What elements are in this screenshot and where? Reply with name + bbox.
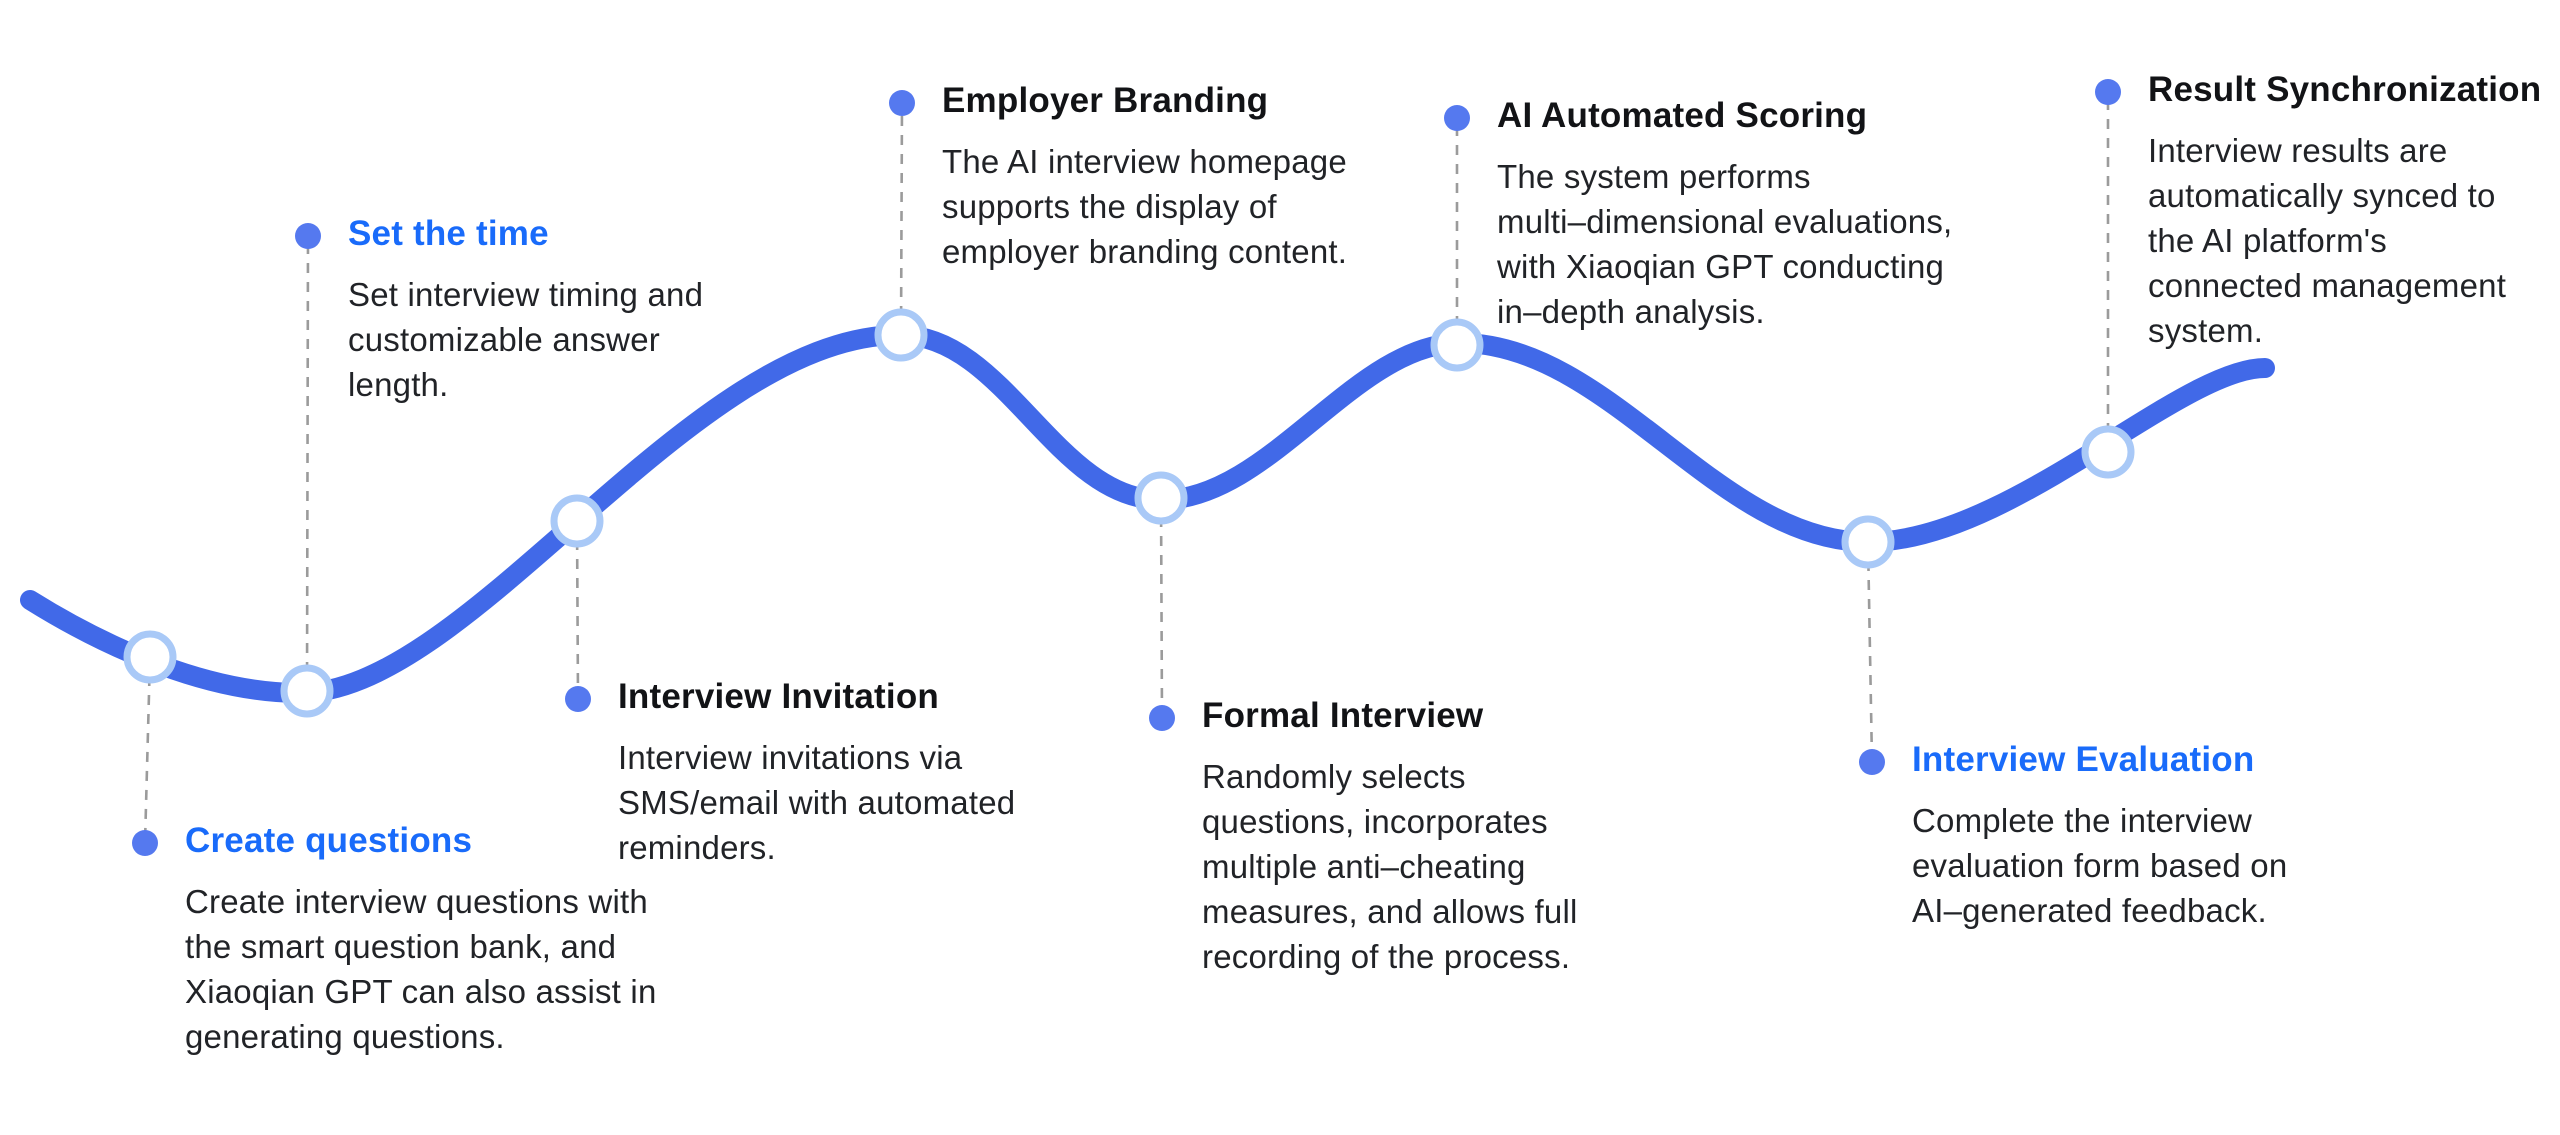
curve-node xyxy=(1841,515,1895,569)
step-description: The system performs multi–dimensional ev… xyxy=(1497,158,1953,330)
curve-node xyxy=(280,664,334,718)
step-title: Create questions xyxy=(185,821,473,860)
curve-node xyxy=(550,494,604,548)
curve-node xyxy=(2081,425,2135,479)
step-title: Employer Branding xyxy=(942,81,1269,120)
step-dot-icon xyxy=(132,830,158,856)
step-title: AI Automated Scoring xyxy=(1497,96,1868,135)
step-description: Complete the interview evaluation form b… xyxy=(1912,802,2288,929)
step-dot-icon xyxy=(889,90,915,116)
step-dot-icon xyxy=(2095,79,2121,105)
step-title: Result Synchronization xyxy=(2148,70,2542,109)
step-title: Interview Evaluation xyxy=(1912,740,2255,779)
connector-line xyxy=(305,235,310,692)
curve-node xyxy=(123,630,177,684)
step-dot-icon xyxy=(1149,705,1175,731)
step-description: The AI interview homepage supports the d… xyxy=(942,143,1348,270)
step-dot-icon xyxy=(1859,749,1885,775)
step-description: Randomly selects questions, incorporates… xyxy=(1202,758,1578,975)
connector-line xyxy=(575,520,580,700)
step-title: Interview Invitation xyxy=(618,677,939,716)
curve-node xyxy=(1430,318,1484,372)
step-dot-icon xyxy=(565,686,591,712)
step-title: Set the time xyxy=(348,214,549,253)
connector-line xyxy=(1159,497,1164,719)
step-description: Create interview questions with the smar… xyxy=(185,883,657,1055)
connector-line xyxy=(899,102,904,336)
connector-line xyxy=(1866,541,1874,763)
step-description: Interview invitations via SMS/email with… xyxy=(618,739,1016,866)
connector-line xyxy=(143,656,152,844)
step-description: Set interview timing and customizable an… xyxy=(348,276,704,403)
step-dot-icon xyxy=(1444,105,1470,131)
step-dot-icon xyxy=(295,223,321,249)
step-description: Interview results are automatically sync… xyxy=(2148,132,2507,349)
curve-node xyxy=(1134,471,1188,525)
curve-node xyxy=(874,308,928,362)
step-title: Formal Interview xyxy=(1202,696,1484,735)
